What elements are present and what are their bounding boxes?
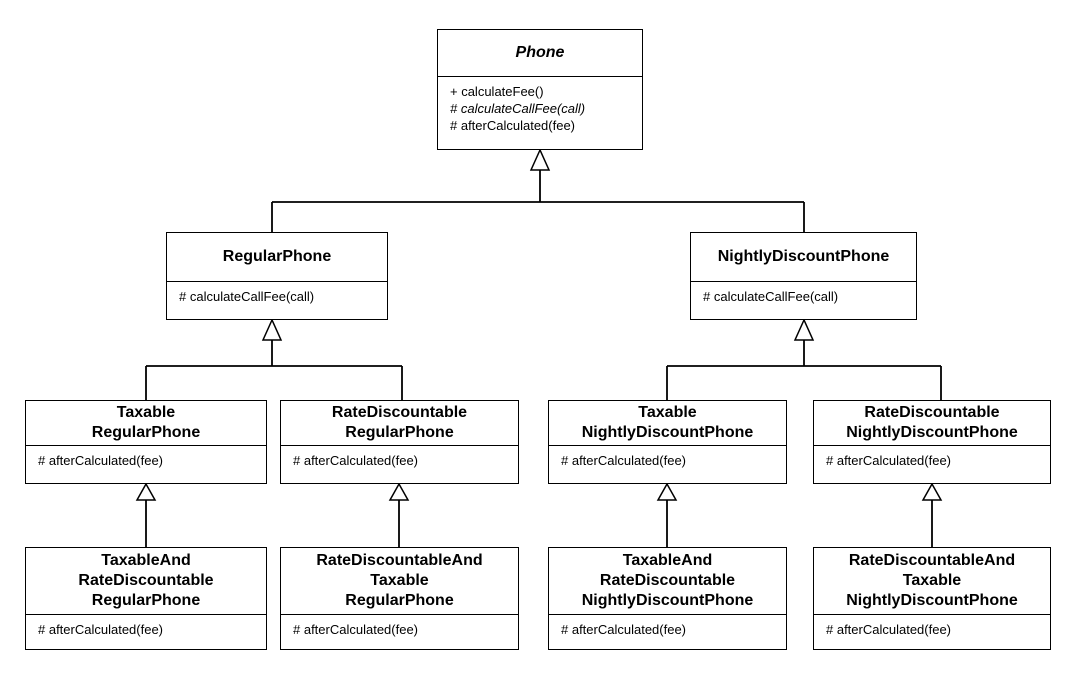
- inheritance-arrowhead: [529, 148, 551, 171]
- class-taxable-nightly-discount-phone: Taxable NightlyDiscountPhone # afterCalc…: [548, 400, 787, 484]
- class-name-line: Taxable: [638, 404, 697, 421]
- class-taxable-regular-phone: Taxable RegularPhone # afterCalculated(f…: [25, 400, 267, 484]
- class-phone: Phone + calculateFee() # calculateCallFe…: [437, 29, 643, 150]
- class-name-line: RateDiscountable: [599, 572, 736, 589]
- class-name-line: RateDiscountable: [331, 404, 468, 421]
- class-name-line: RegularPhone: [91, 424, 201, 441]
- operations-compartment: # afterCalculated(fee): [281, 615, 518, 638]
- operation: # afterCalculated(fee): [293, 622, 419, 637]
- class-name: RateDiscountable RegularPhone: [281, 401, 518, 446]
- class-rate-discountable-regular-phone: RateDiscountable RegularPhone # afterCal…: [280, 400, 519, 484]
- class-name-line: RegularPhone: [222, 248, 332, 265]
- figure-caption: [0, 660, 1086, 678]
- operation: # afterCalculated(fee): [561, 622, 687, 637]
- class-name: RateDiscountableAnd Taxable NightlyDisco…: [814, 548, 1050, 615]
- operation: # afterCalculated(fee): [826, 453, 952, 468]
- class-name-line: NightlyDiscountPhone: [581, 424, 754, 441]
- inheritance-arrowhead: [793, 318, 815, 341]
- class-name-line: RateDiscountable: [78, 572, 214, 589]
- class-taxable-and-rate-discountable-nightly-discount-phone: TaxableAnd RateDiscountable NightlyDisco…: [548, 547, 787, 650]
- operations-compartment: # calculateCallFee(call): [167, 282, 387, 305]
- inheritance-arrowhead: [656, 482, 678, 501]
- class-name: RegularPhone: [167, 233, 387, 282]
- operation: # afterCalculated(fee): [293, 453, 419, 468]
- class-name-line: NightlyDiscountPhone: [581, 592, 754, 609]
- class-name-line: RegularPhone: [91, 592, 201, 609]
- class-name: TaxableAnd RateDiscountable NightlyDisco…: [549, 548, 786, 615]
- class-name-line: RegularPhone: [345, 592, 454, 609]
- operation: + calculateFee(): [450, 84, 544, 99]
- class-name-line: Taxable: [902, 572, 962, 589]
- operation: # afterCalculated(fee): [561, 453, 687, 468]
- class-name: Phone: [438, 30, 642, 77]
- inheritance-arrowhead: [921, 482, 943, 501]
- inheritance-arrowhead: [388, 482, 410, 501]
- class-name-line: Taxable: [116, 404, 176, 421]
- class-name-line: RateDiscountableAnd: [848, 552, 1016, 569]
- class-name: Taxable NightlyDiscountPhone: [549, 401, 786, 446]
- operations-compartment: # afterCalculated(fee): [281, 446, 518, 469]
- operation: # calculateCallFee(call): [450, 101, 586, 116]
- operations-compartment: # afterCalculated(fee): [814, 446, 1050, 469]
- class-name: Taxable RegularPhone: [26, 401, 266, 446]
- operations-compartment: # afterCalculated(fee): [549, 446, 786, 469]
- operation: # calculateCallFee(call): [703, 289, 839, 304]
- class-regular-phone: RegularPhone # calculateCallFee(call): [166, 232, 388, 320]
- class-name-line: Taxable: [370, 572, 429, 589]
- class-name-line: RateDiscountable: [864, 404, 1000, 421]
- operation: # afterCalculated(fee): [450, 118, 576, 133]
- class-rate-discountable-and-taxable-regular-phone: RateDiscountableAnd Taxable RegularPhone…: [280, 547, 519, 650]
- class-nightly-discount-phone: NightlyDiscountPhone # calculateCallFee(…: [690, 232, 917, 320]
- inheritance-arrowhead: [261, 318, 283, 341]
- class-name-line: Phone: [515, 44, 565, 61]
- operations-compartment: # afterCalculated(fee): [26, 615, 266, 638]
- operation: # afterCalculated(fee): [38, 622, 164, 637]
- inheritance-arrowhead: [135, 482, 157, 501]
- class-taxable-and-rate-discountable-regular-phone: TaxableAnd RateDiscountable RegularPhone…: [25, 547, 267, 650]
- class-name-line: RegularPhone: [345, 424, 454, 441]
- operations-compartment: # afterCalculated(fee): [814, 615, 1050, 638]
- class-name-line: TaxableAnd: [622, 552, 713, 569]
- class-name: TaxableAnd RateDiscountable RegularPhone: [26, 548, 266, 615]
- class-rate-discountable-nightly-discount-phone: RateDiscountable NightlyDiscountPhone # …: [813, 400, 1051, 484]
- class-name: RateDiscountableAnd Taxable RegularPhone: [281, 548, 518, 615]
- operations-compartment: # afterCalculated(fee): [26, 446, 266, 469]
- operations-compartment: + calculateFee() # calculateCallFee(call…: [438, 77, 642, 134]
- class-name: RateDiscountable NightlyDiscountPhone: [814, 401, 1050, 446]
- class-rate-discountable-and-taxable-nightly-discount-phone: RateDiscountableAnd Taxable NightlyDisco…: [813, 547, 1051, 650]
- operation: # calculateCallFee(call): [179, 289, 315, 304]
- class-name-line: NightlyDiscountPhone: [846, 424, 1018, 441]
- operations-compartment: # afterCalculated(fee): [549, 615, 786, 638]
- operation: # afterCalculated(fee): [826, 622, 952, 637]
- class-name-line: NightlyDiscountPhone: [846, 592, 1018, 609]
- class-name-line: RateDiscountableAnd: [316, 552, 483, 569]
- class-name-line: NightlyDiscountPhone: [717, 248, 890, 265]
- class-name: NightlyDiscountPhone: [691, 233, 916, 282]
- class-name-line: TaxableAnd: [101, 552, 191, 569]
- operation: # afterCalculated(fee): [38, 453, 164, 468]
- operations-compartment: # calculateCallFee(call): [691, 282, 916, 305]
